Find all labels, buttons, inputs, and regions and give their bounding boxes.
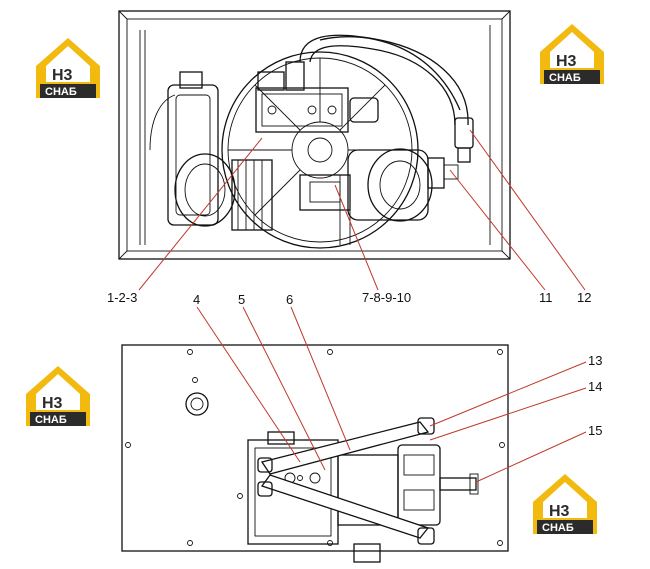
- callout-11: 11: [539, 290, 553, 305]
- callout-15: 15: [588, 423, 602, 438]
- brand-logo: H3 СНАБ: [36, 38, 100, 98]
- svg-text:СНАБ: СНАБ: [542, 522, 574, 534]
- callout-12: 12: [577, 290, 591, 305]
- brand-logo: H3 СНАБ: [26, 366, 90, 426]
- svg-text:СНАБ: СНАБ: [45, 86, 77, 98]
- fan-spokes: [228, 58, 412, 216]
- svg-text:H3: H3: [556, 53, 577, 70]
- callout-14: 14: [588, 379, 602, 394]
- brand-logo: H3 СНАБ: [533, 474, 597, 534]
- brand-logo: H3 СНАБ: [540, 24, 604, 84]
- callout-5: 5: [238, 292, 245, 307]
- mounting-holes: [125, 349, 505, 546]
- svg-text:СНАБ: СНАБ: [35, 414, 67, 426]
- bottom-assembly-view: [121, 344, 509, 563]
- top-assembly-view: [118, 10, 511, 260]
- callout-1-2-3: 1-2-3: [107, 290, 137, 305]
- leader-lines: [138, 129, 587, 483]
- callout-13: 13: [588, 353, 602, 368]
- svg-text:H3: H3: [549, 503, 570, 520]
- svg-text:H3: H3: [52, 67, 73, 84]
- svg-text:СНАБ: СНАБ: [549, 72, 581, 84]
- callout-labels: 1-2-3 7-8-9-10 11 12 4 5 6 13 14 15: [107, 290, 602, 438]
- callout-4: 4: [193, 292, 200, 307]
- svg-text:H3: H3: [42, 395, 63, 412]
- callout-6: 6: [286, 292, 293, 307]
- callout-7-8-9-10: 7-8-9-10: [362, 290, 411, 305]
